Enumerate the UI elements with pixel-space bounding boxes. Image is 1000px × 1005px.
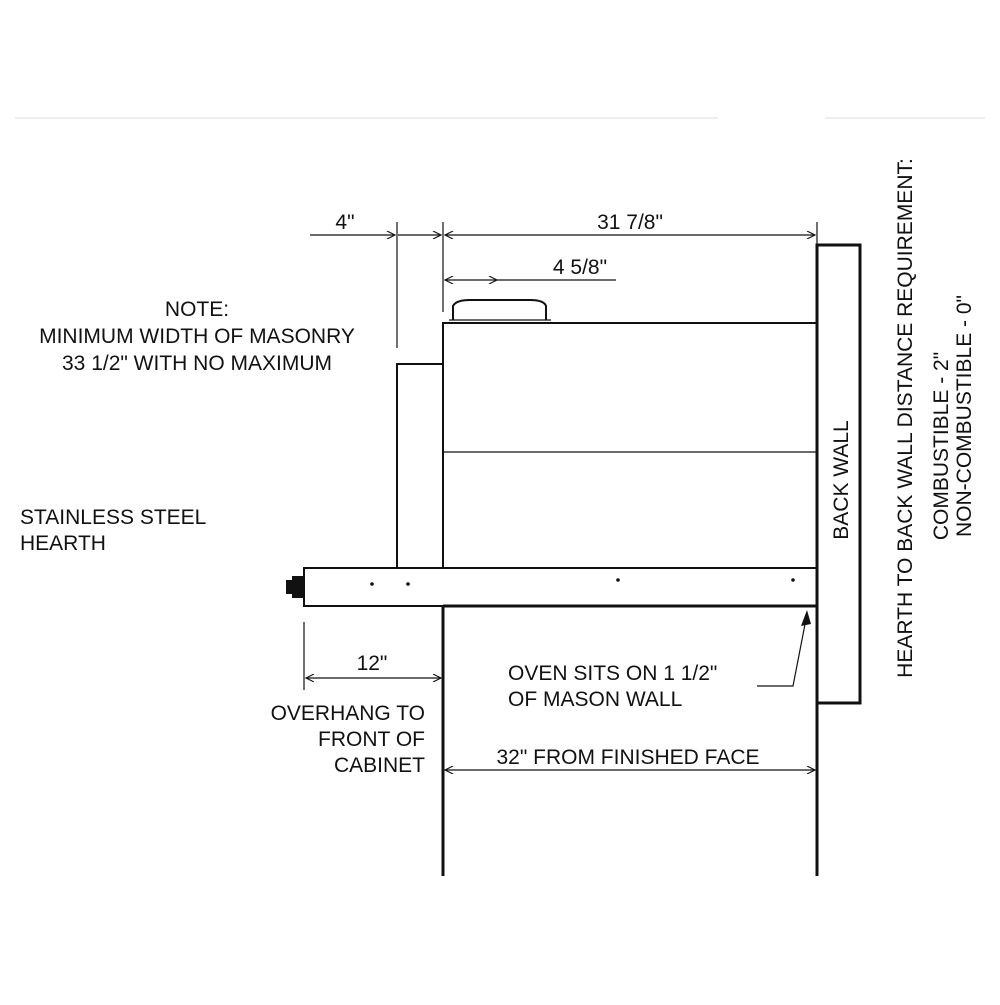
note-title: NOTE: <box>165 298 229 321</box>
flue-collar <box>452 299 547 320</box>
overhang-label-line-2: FRONT OF <box>318 728 425 751</box>
requirement-title: HEARTH TO BACK WALL DISTANCE REQUIREMENT… <box>894 158 917 678</box>
oven-sits-leader <box>757 613 808 687</box>
dim-4-label: 4" <box>335 211 354 234</box>
non-combustible-requirement: NON-COMBUSTIBLE - 0" <box>953 295 976 537</box>
hearth-label-line-1: STAINLESS STEEL <box>20 506 206 529</box>
oven-body <box>442 322 818 569</box>
overhang-label-line-3: CABINET <box>334 754 425 777</box>
dim-4-5-8-label: 4 5/8" <box>553 256 607 279</box>
dim-31-7-8-label: 31 7/8" <box>597 211 663 234</box>
hearth-rivet <box>791 578 795 582</box>
note-line-2: MINIMUM WIDTH OF MASONRY <box>39 325 355 348</box>
dim-12-label: 12" <box>357 652 388 675</box>
overhang-label-line-1: OVERHANG TO <box>271 702 425 725</box>
hearth-rivet <box>370 582 374 586</box>
oven-sits-label-line-1: OVEN SITS ON 1 1/2" <box>508 662 717 685</box>
note-line-3: 33 1/2" WITH NO MAXIMUM <box>62 352 332 375</box>
hearth-knob <box>292 576 304 598</box>
hearth-rivet <box>616 578 620 582</box>
stainless-steel-hearth <box>303 567 818 607</box>
back-wall <box>815 243 862 705</box>
oven-sits-leader-arrowhead <box>801 610 811 626</box>
hearth-label-line-2: HEARTH <box>20 532 106 555</box>
back-wall-label: BACK WALL <box>830 420 853 539</box>
dim-32-label: 32" FROM FINISHED FACE <box>497 746 760 769</box>
front-panel <box>396 363 443 568</box>
hearth-knob-tip <box>286 580 292 594</box>
hearth-rivet <box>406 582 410 586</box>
oven-sits-label-line-2: OF MASON WALL <box>508 688 682 711</box>
combustible-requirement: COMBUSTIBLE - 2" <box>930 352 953 540</box>
